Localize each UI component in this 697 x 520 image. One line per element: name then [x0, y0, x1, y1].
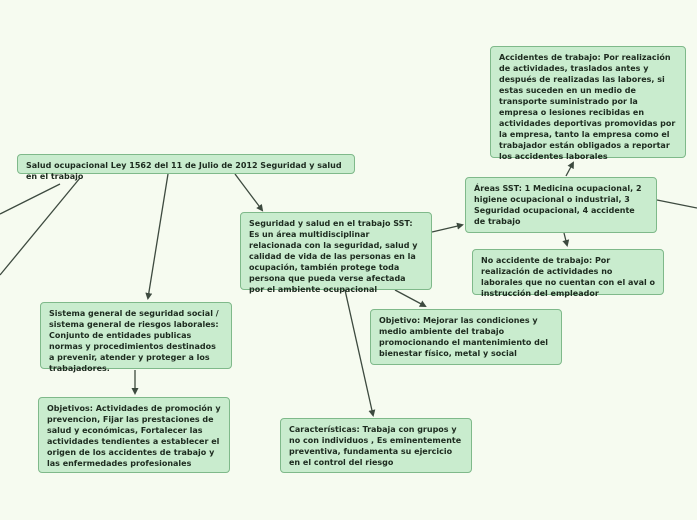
- node-root-text: Salud ocupacional Ley 1562 del 11 de Jul…: [26, 161, 342, 181]
- edge-areas-offscreen-right: [656, 199, 697, 209]
- node-root-salud-ocupacional[interactable]: Salud ocupacional Ley 1562 del 11 de Jul…: [17, 154, 355, 181]
- node-accidentes-trabajo[interactable]: Accidentes de trabajo: Por realización d…: [490, 46, 686, 161]
- node-sistema-general[interactable]: Sistema general de seguridad social / si…: [40, 302, 232, 373]
- edge-sst-caracteristicas: [344, 289, 376, 417]
- node-objetivos-sistema[interactable]: Objetivos: Actividades de promoción y pr…: [38, 397, 230, 473]
- node-caracteristicas-text: Características: Trabaja con grupos y no…: [289, 425, 462, 467]
- node-caracteristicas[interactable]: Características: Trabaja con grupos y no…: [280, 418, 472, 473]
- edge-root-offscreen-left-1: [0, 183, 61, 215]
- edge-areas-accidentes: [565, 161, 574, 177]
- node-sistema-text: Sistema general de seguridad social / si…: [49, 309, 219, 373]
- node-areas-sst[interactable]: Áreas SST: 1 Medicina ocupacional, 2 hig…: [465, 177, 657, 233]
- node-areas-text: Áreas SST: 1 Medicina ocupacional, 2 hig…: [474, 184, 642, 226]
- node-objetivos-sistema-text: Objetivos: Actividades de promoción y pr…: [47, 404, 221, 468]
- node-no-accidente-text: No accidente de trabajo: Por realización…: [481, 256, 655, 298]
- edge-root-sst: [234, 173, 264, 212]
- node-objetivo-sst[interactable]: Objetivo: Mejorar las condiciones y medi…: [370, 309, 562, 365]
- edge-root-sistema: [145, 173, 169, 300]
- node-sst-text: Seguridad y salud en el trabajo SST: Es …: [249, 219, 418, 294]
- node-seguridad-salud-trabajo[interactable]: Seguridad y salud en el trabajo SST: Es …: [240, 212, 432, 294]
- edge-root-offscreen-left-2: [0, 177, 81, 276]
- node-no-accidente-trabajo[interactable]: No accidente de trabajo: Por realización…: [472, 249, 664, 298]
- node-accidentes-text: Accidentes de trabajo: Por realización d…: [499, 53, 676, 161]
- edge-areas-no-accidente: [562, 232, 570, 247]
- node-objetivo-sst-text: Objetivo: Mejorar las condiciones y medi…: [379, 316, 549, 358]
- edge-sst-objetivo: [394, 289, 427, 307]
- edge-sst-areas: [431, 222, 464, 233]
